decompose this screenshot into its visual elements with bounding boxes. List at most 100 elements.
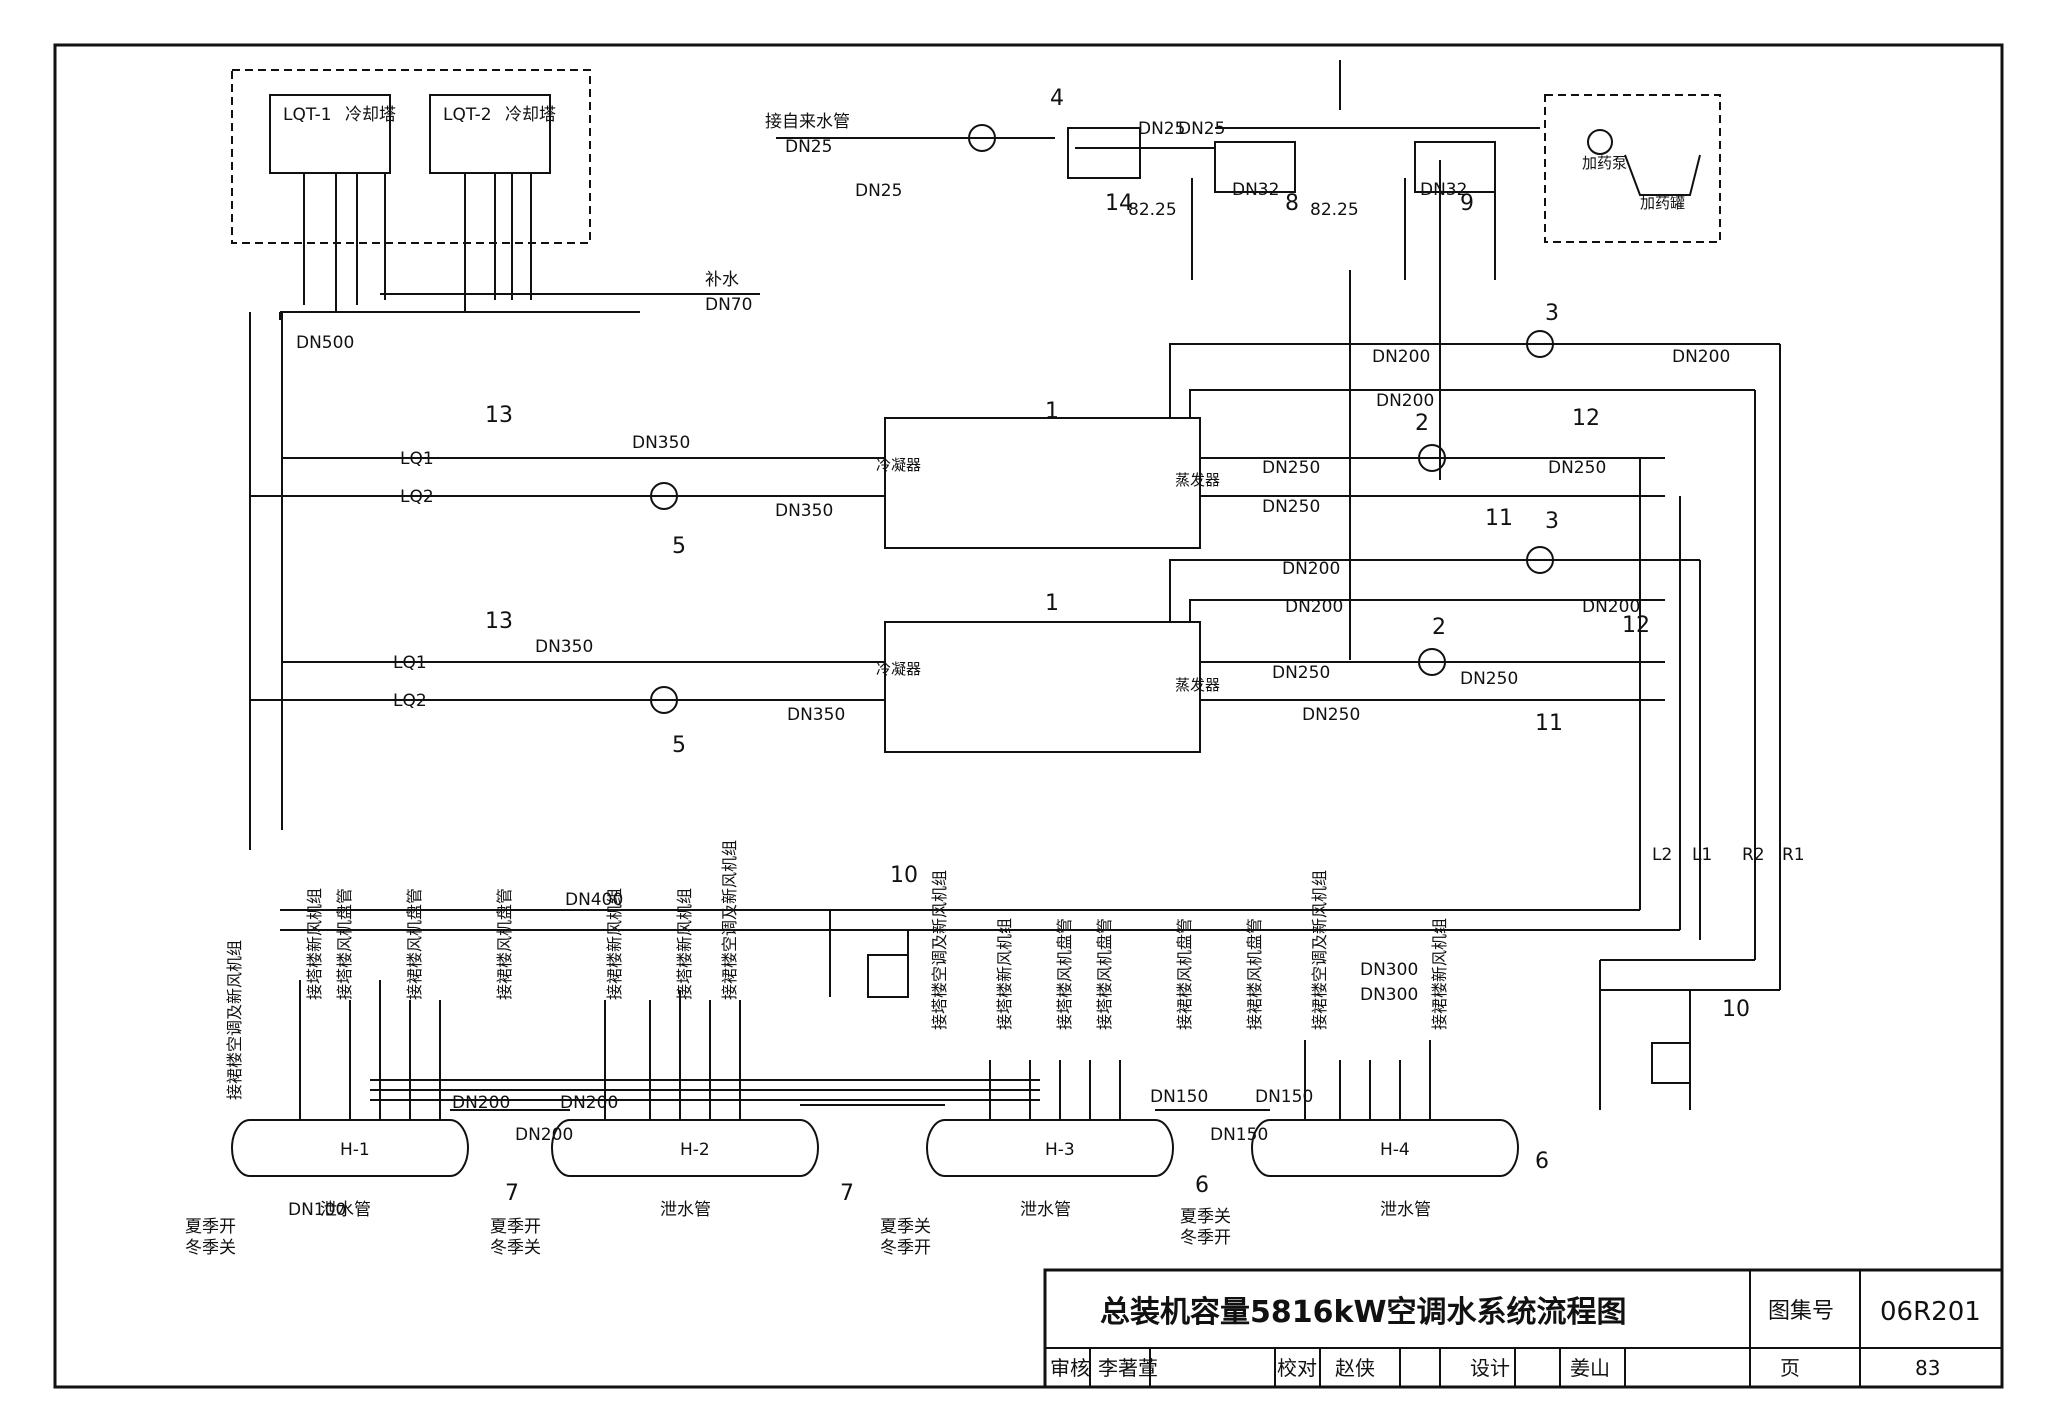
dn500-top: DN500 [296, 333, 354, 353]
dosing-pump-shape[interactable] [1587, 129, 1613, 155]
dn350-b: DN350 [775, 501, 833, 521]
pump-3-upper[interactable] [1526, 330, 1554, 358]
dn250-a: DN250 [1262, 458, 1320, 478]
pump-5-upper[interactable] [650, 482, 678, 510]
level-9: 82.25 [1310, 200, 1359, 220]
sheet-border [53, 43, 2004, 1389]
branch-label-h1d: 接裙楼风机盘管 [405, 888, 424, 1000]
header-h3-tag: H-3 [1045, 1140, 1075, 1160]
callout-5-upper: 5 [672, 534, 686, 559]
summer-open-1: 夏季开 [185, 1217, 236, 1237]
dn350-d: DN350 [787, 705, 845, 725]
drain-h4: 泄水管 [1380, 1200, 1431, 1220]
dn250-d: DN250 [1272, 663, 1330, 683]
tank-9[interactable] [1414, 141, 1496, 193]
reviewer-name: 李著萱 [1098, 1356, 1158, 1380]
header-h4-tag: H-4 [1380, 1140, 1410, 1160]
dn200-f: DN200 [1582, 597, 1640, 617]
header-h3-shape [926, 1119, 1174, 1177]
dn32-b: DN32 [1420, 180, 1467, 200]
dn32-a: DN32 [1232, 180, 1279, 200]
callout-6-mid: 6 [1195, 1173, 1209, 1198]
branch-label-h4a: 接裙楼风机盘管 [1175, 918, 1194, 1030]
label-l1: L1 [1692, 845, 1712, 865]
dn250-c: DN250 [1262, 497, 1320, 517]
tower-2-name: 冷却塔 [505, 105, 556, 125]
branch-label-h1a: 接裙楼空调及新风机组 [225, 940, 244, 1100]
winter-open-4: 冬季开 [1180, 1228, 1231, 1248]
reviewer-label: 审核 [1050, 1356, 1090, 1380]
lq2-upper: LQ2 [400, 487, 434, 507]
drain-h2: 泄水管 [660, 1200, 711, 1220]
lq2-lower: LQ2 [393, 691, 427, 711]
pump-3-lower[interactable] [1526, 546, 1554, 574]
pump-4[interactable] [968, 124, 996, 152]
tower-2-tag: LQT-2 [443, 105, 492, 125]
pump-5-lower[interactable] [650, 686, 678, 714]
atlas-number: 06R201 [1880, 1297, 1981, 1327]
branch-label-h2b: 接裙楼新风机组 [605, 888, 624, 1000]
callout-2-upper: 2 [1415, 411, 1429, 436]
drain-h1: 泄水管 [320, 1200, 371, 1220]
callout-11-lower: 11 [1535, 711, 1563, 736]
summer-open-2: 夏季开 [490, 1217, 541, 1237]
summer-close-4: 夏季关 [1180, 1207, 1231, 1227]
tap-dn25: DN25 [785, 137, 832, 157]
cooling-tower-2-box [429, 94, 551, 174]
label-l2: L2 [1652, 845, 1672, 865]
chiller-2[interactable] [884, 621, 1201, 753]
cooling-tower-enclosure [231, 69, 591, 244]
dn250-f: DN250 [1302, 705, 1360, 725]
dn400-top: DN400 [565, 890, 623, 910]
branch-label-h3c: 接塔楼风机盘管 [1055, 918, 1074, 1030]
branch-label-h1c: 接塔楼风机盘管 [335, 888, 354, 1000]
pump-2-upper[interactable] [1418, 444, 1446, 472]
callout-2-lower: 2 [1432, 615, 1446, 640]
callout-13-upper: 13 [485, 403, 513, 428]
callout-10-left: 10 [890, 863, 918, 888]
branch-label-h4b: 接裙楼风机盘管 [1245, 918, 1264, 1030]
branch-label-h4d: 接裙楼新风机组 [1430, 918, 1449, 1030]
label-r1: R1 [1782, 845, 1805, 865]
winter-open-3: 冬季开 [880, 1238, 931, 1258]
branch-label-h3a: 接塔楼空调及新风机组 [930, 870, 949, 1030]
tap-water-label: 接自来水管 [765, 112, 850, 132]
callout-11-upper: 11 [1485, 506, 1513, 531]
callout-3-upper: 3 [1545, 301, 1559, 326]
branch-label-h3d: 接塔楼风机盘管 [1095, 918, 1114, 1030]
lq1-upper: LQ1 [400, 449, 434, 469]
dn200-h1a: DN200 [452, 1093, 510, 1113]
dn250-b: DN250 [1548, 458, 1606, 478]
level-8: 82.25 [1128, 200, 1177, 220]
callout-13-lower: 13 [485, 609, 513, 634]
dosing-enclosure [1544, 94, 1721, 243]
page-label: 页 [1780, 1356, 1800, 1380]
tower-1-name: 冷却塔 [345, 105, 396, 125]
pump-2-lower[interactable] [1418, 648, 1446, 676]
dn200-a: DN200 [1372, 347, 1430, 367]
cooling-tower-1-box [269, 94, 391, 174]
dn25-c: DN25 [1138, 119, 1185, 139]
pump-10-right[interactable] [1651, 1042, 1691, 1084]
drawing-title: 总装机容量5816kW空调水系统流程图 [1100, 1295, 1627, 1330]
dn25-d: DN25 [1178, 119, 1225, 139]
tower-1-tag: LQT-1 [283, 105, 332, 125]
header-h1-tag: H-1 [340, 1140, 370, 1160]
callout-14: 14 [1105, 191, 1133, 216]
dn200-e: DN200 [1285, 597, 1343, 617]
dn25-b: DN25 [855, 181, 902, 201]
branch-label-h2c: 接塔楼新风机组 [675, 888, 694, 1000]
dosing-pump-label: 加药泵 [1582, 154, 1627, 172]
checker-name: 赵侠 [1335, 1356, 1375, 1380]
callout-1-lower: 1 [1045, 591, 1059, 616]
chiller-1[interactable] [884, 417, 1201, 549]
makeup-dn70: DN70 [705, 295, 752, 315]
dn350-c: DN350 [535, 637, 593, 657]
callout-1-upper: 1 [1045, 399, 1059, 424]
tank-14[interactable] [1067, 127, 1141, 179]
dn250-e: DN250 [1460, 669, 1518, 689]
evaporator-lower: 蒸发器 [1175, 676, 1220, 694]
pump-10-left[interactable] [867, 954, 909, 998]
tank-8[interactable] [1214, 141, 1296, 193]
designer-name: 姜山 [1570, 1356, 1610, 1380]
